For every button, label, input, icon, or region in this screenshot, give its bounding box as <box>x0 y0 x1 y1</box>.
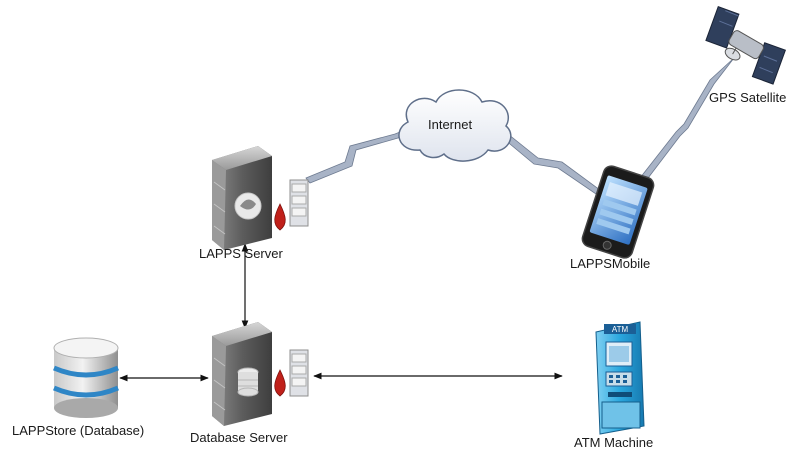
mobile-phone-icon <box>581 165 655 259</box>
wireless-link-server-internet <box>305 127 411 184</box>
wireless-link-internet-mobile <box>503 133 601 195</box>
database-server-icon <box>212 322 309 426</box>
internet-label: Internet <box>428 117 473 132</box>
lapps-server-label: LAPPS Server <box>199 246 283 261</box>
atm-machine-label: ATM Machine <box>574 435 654 450</box>
lapps-server-icon <box>212 146 309 250</box>
gps-satellite-label: GPS Satellite <box>709 90 787 105</box>
wireless-link-mobile-satellite <box>639 57 735 183</box>
database-server-label: Database Server <box>190 430 288 445</box>
database-icon <box>52 337 120 418</box>
database-label: LAPPStore (Database) <box>12 423 145 438</box>
atm-machine-icon: ATM <box>595 321 645 435</box>
atm-screen-label: ATM <box>612 325 629 334</box>
satellite-icon <box>705 5 787 85</box>
internet-cloud-icon <box>398 89 512 162</box>
lapps-mobile-label: LAPPSMobile <box>570 256 651 271</box>
